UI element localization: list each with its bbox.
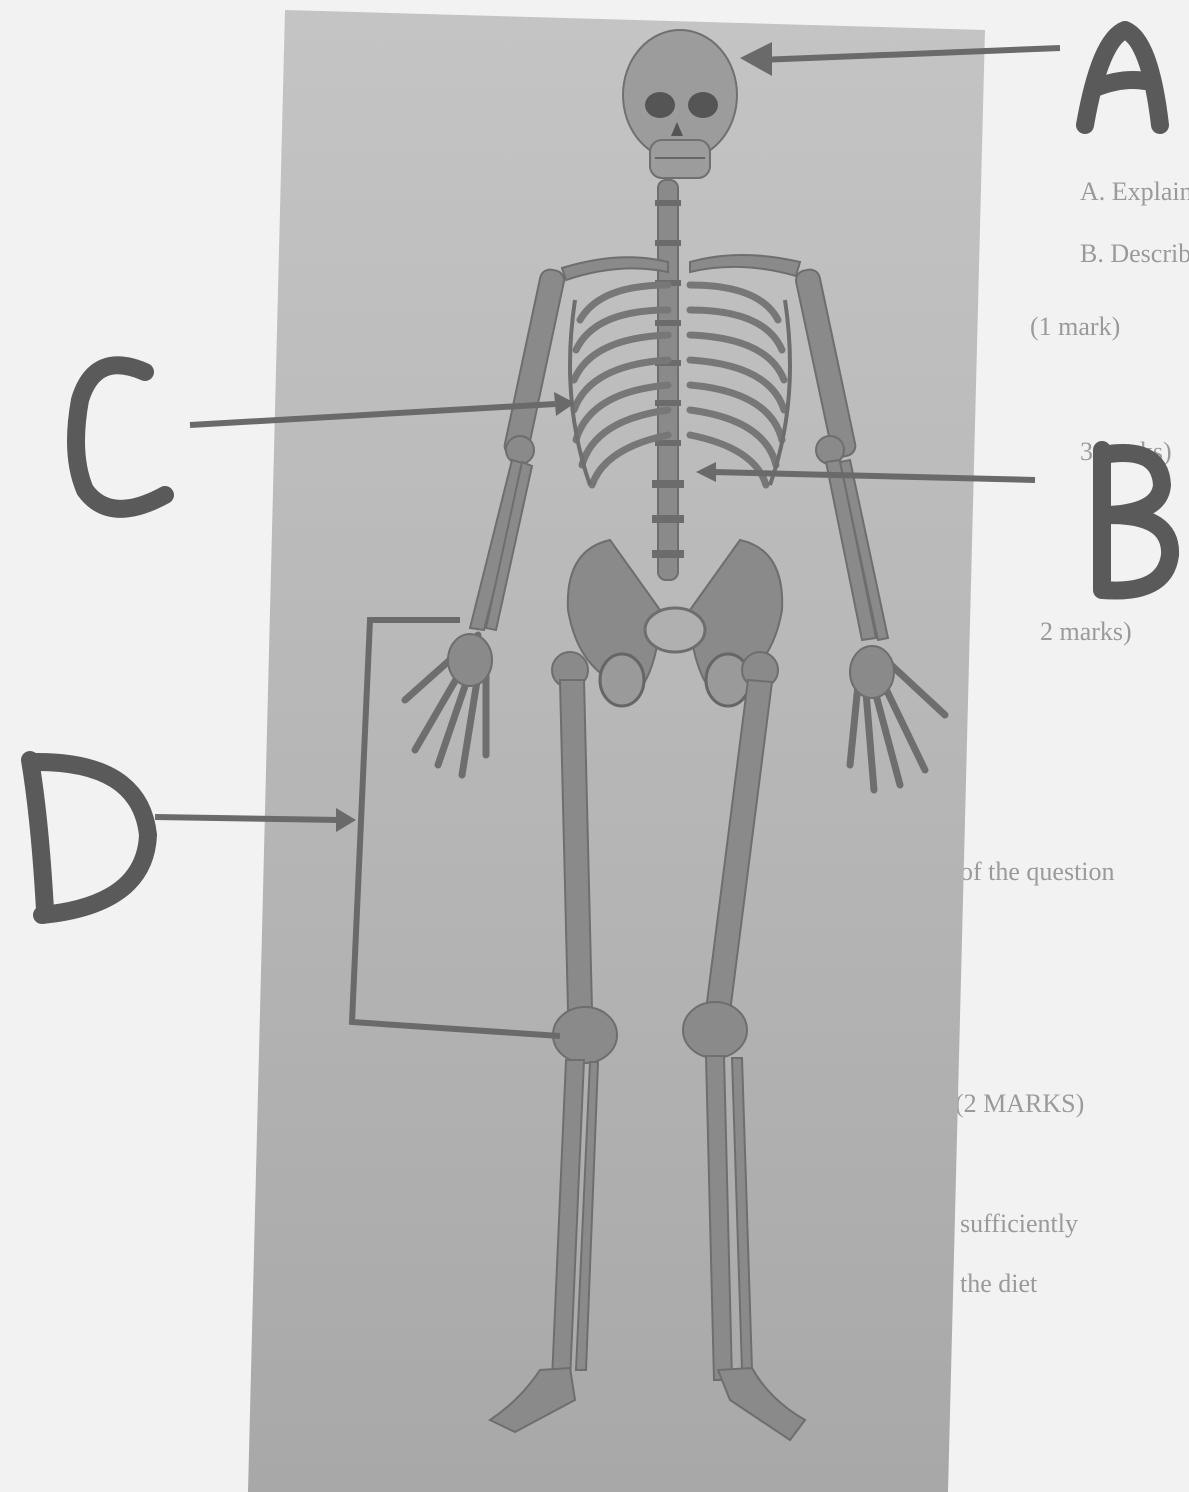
- background-text: A. Explain B. Describe (1 mark) 3 marks)…: [955, 177, 1189, 1298]
- skeleton-photo: [248, 10, 985, 1492]
- bg-text-sufficiently: sufficiently: [960, 1209, 1078, 1238]
- label-letter-c: C: [0, 0, 165, 509]
- bg-text-diet: the diet: [960, 1269, 1038, 1298]
- bg-text-question: of the question: [960, 857, 1115, 886]
- bg-text-mark-1: (1 mark): [1030, 312, 1120, 341]
- bg-text-2-marks: (2 MARKS): [955, 1089, 1084, 1118]
- bg-text-describe: B. Describe: [1080, 239, 1189, 268]
- bg-text-marks-2: 2 marks): [1040, 617, 1132, 646]
- bg-text-explain: A. Explain: [1080, 177, 1189, 206]
